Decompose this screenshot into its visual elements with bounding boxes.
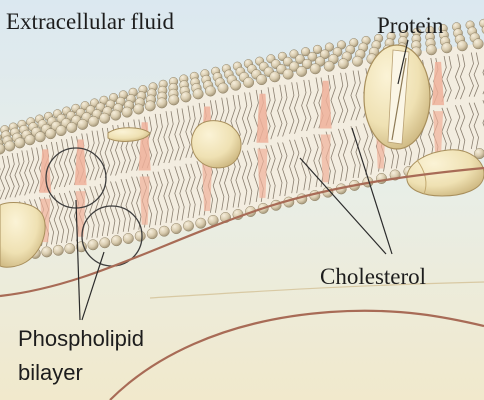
- protein-blob-icon: [192, 121, 241, 168]
- bilayer-label: bilayer: [18, 362, 83, 384]
- protein-label: Protein: [377, 14, 443, 37]
- extracellular-fluid-label: Extracellular fluid: [6, 10, 174, 33]
- phospholipid-label: Phospholipid: [18, 328, 144, 350]
- cholesterol-label: Cholesterol: [320, 265, 426, 288]
- transmembrane-protein-icon: [364, 45, 430, 149]
